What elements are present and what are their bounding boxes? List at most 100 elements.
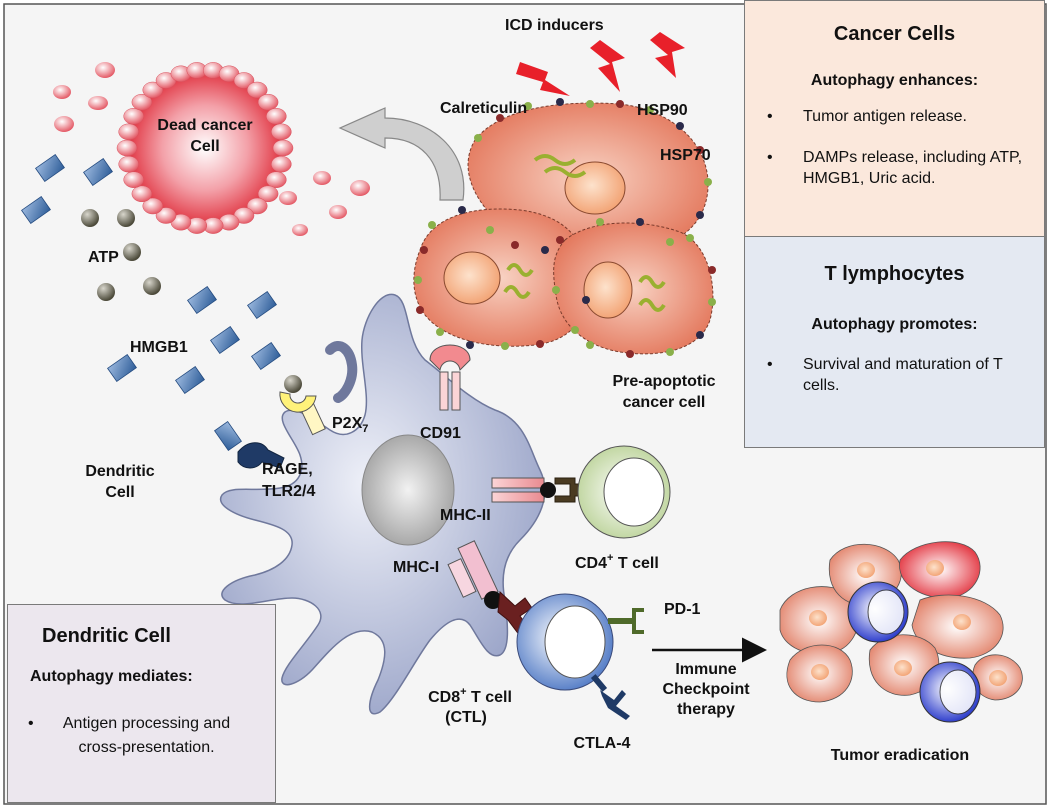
bleb	[271, 123, 292, 141]
membrane-protein	[541, 246, 549, 254]
t-lymphocytes-subtitle: Autophagy promotes:	[811, 316, 978, 333]
membrane-protein	[582, 296, 590, 304]
cd8-t-cell	[516, 593, 614, 691]
lightning-icon	[516, 32, 685, 96]
cancer-cells-box: Cancer Cells Autophagy enhances: •Tumor …	[744, 0, 1045, 237]
cancer-bullet-2: •DAMPs release, including ATP, HMGB1, Ur…	[767, 149, 1023, 187]
dendrite	[325, 341, 358, 403]
membrane-protein	[474, 134, 482, 142]
cancer-cells-bullets: •Tumor antigen release. •DAMPs release, …	[745, 106, 1044, 189]
dead-cancer-cell-label-line2: Cell	[190, 138, 219, 155]
released-blebs	[53, 62, 370, 236]
therapy-label: Immune	[675, 661, 736, 678]
bleb	[246, 81, 268, 99]
icd-inducers-label: ICD inducers	[505, 17, 604, 34]
dead-cancer-cell	[116, 62, 294, 234]
membrane-protein	[666, 348, 674, 356]
bleb	[155, 207, 177, 224]
bleb	[266, 171, 287, 188]
membrane-protein	[686, 234, 694, 242]
p2x7-receptor-icon	[279, 375, 326, 436]
bleb	[266, 108, 287, 125]
membrane-protein	[696, 146, 704, 154]
bleb	[257, 185, 279, 203]
pre-apoptotic-label-line2: cancer cell	[623, 394, 706, 411]
membrane-protein	[704, 178, 712, 186]
membrane-protein	[536, 340, 544, 348]
pd1-label: PD-1	[664, 601, 701, 618]
bleb	[272, 139, 294, 157]
bleb	[271, 155, 292, 173]
hsp90-label: HSP90	[637, 102, 688, 119]
rage-tlr-receptor-icon	[214, 421, 285, 469]
cancer-cells-title: Cancer Cells	[833, 23, 956, 45]
membrane-protein	[414, 276, 422, 284]
therapy-label-line3: therapy	[677, 701, 735, 718]
atp-label: ATP	[88, 249, 119, 266]
bleb	[118, 155, 139, 173]
cancer-cells-subtitle: Autophagy enhances:	[810, 72, 979, 89]
bleb	[123, 171, 144, 188]
hmgb1-label: HMGB1	[130, 339, 188, 356]
membrane-protein	[428, 221, 436, 229]
hsp70-label: HSP70	[660, 147, 711, 164]
bleb	[142, 81, 164, 99]
calreticulin-label: Calreticulin	[440, 100, 527, 117]
membrane-protein	[466, 341, 474, 349]
membrane-protein	[666, 238, 674, 246]
dead-cancer-cell-label: Dead cancer	[157, 117, 252, 134]
membrane-protein	[458, 206, 466, 214]
dendritic-cell-label-line2: Cell	[105, 484, 134, 501]
t-bullet-1: •Survival and maturation of T cells.	[767, 356, 1003, 394]
membrane-protein	[556, 236, 564, 244]
membrane-protein	[571, 326, 579, 334]
membrane-protein	[486, 226, 494, 234]
membrane-protein	[646, 106, 654, 114]
t-lymphocytes-title: T lymphocytes	[824, 263, 965, 285]
membrane-protein	[596, 218, 604, 226]
cd8-t-cell-label: CD8+ T cell	[428, 686, 512, 706]
mhc-i-label: MHC-I	[393, 559, 439, 576]
dendritic-cell-subtitle: Autophagy mediates:	[30, 668, 193, 685]
membrane-protein	[511, 241, 519, 249]
dendritic-cell-box: Dendritic Cell Autophagy mediates: •Anti…	[7, 604, 276, 803]
hmgb1-molecules	[21, 154, 281, 394]
cd4-t-cell-label: CD4+ T cell	[575, 552, 659, 572]
bleb	[246, 197, 268, 215]
ctla4-label: CTLA-4	[574, 735, 631, 752]
pre-apoptotic-label: Pre-apoptotic	[612, 373, 715, 390]
bleb	[131, 185, 153, 203]
tumor-eradication-label: Tumor eradication	[831, 747, 969, 764]
cd91-label: CD91	[420, 425, 461, 442]
pd1-receptor-icon	[608, 608, 644, 634]
conversion-arrow	[338, 107, 465, 201]
mhc-ii-label: MHC-II	[440, 507, 491, 524]
membrane-protein	[496, 114, 504, 122]
membrane-protein	[420, 246, 428, 254]
bleb	[123, 108, 144, 125]
membrane-protein	[636, 218, 644, 226]
membrane-protein	[616, 100, 624, 108]
bleb	[257, 93, 279, 111]
t-lymphocytes-box: T lymphocytes Autophagy promotes: •Survi…	[744, 236, 1045, 448]
membrane-protein	[708, 266, 716, 274]
rage-label-line2: TLR2/4	[262, 483, 315, 500]
membrane-protein	[552, 286, 560, 294]
membrane-protein	[696, 331, 704, 339]
p2x7-label: P2X7	[332, 415, 368, 435]
atp-molecules	[81, 209, 161, 301]
dendritic-cell-title: Dendritic Cell	[42, 625, 171, 647]
rage-label: RAGE,	[262, 461, 313, 478]
bleb	[131, 93, 153, 111]
bleb	[116, 139, 138, 157]
membrane-protein	[586, 341, 594, 349]
ctla4-receptor-icon	[590, 674, 630, 720]
membrane-protein	[626, 350, 634, 358]
cd91-receptor-icon	[429, 344, 471, 411]
bleb	[118, 123, 139, 141]
pre-apoptotic-cancer-cells	[413, 98, 716, 358]
t-lymphocytes-bullets: •Survival and maturation of T cells.	[745, 354, 1044, 396]
dendritic-cell-label: Dendritic	[85, 463, 154, 480]
ctl-label: (CTL)	[445, 709, 487, 726]
dc-nucleus	[361, 434, 455, 546]
